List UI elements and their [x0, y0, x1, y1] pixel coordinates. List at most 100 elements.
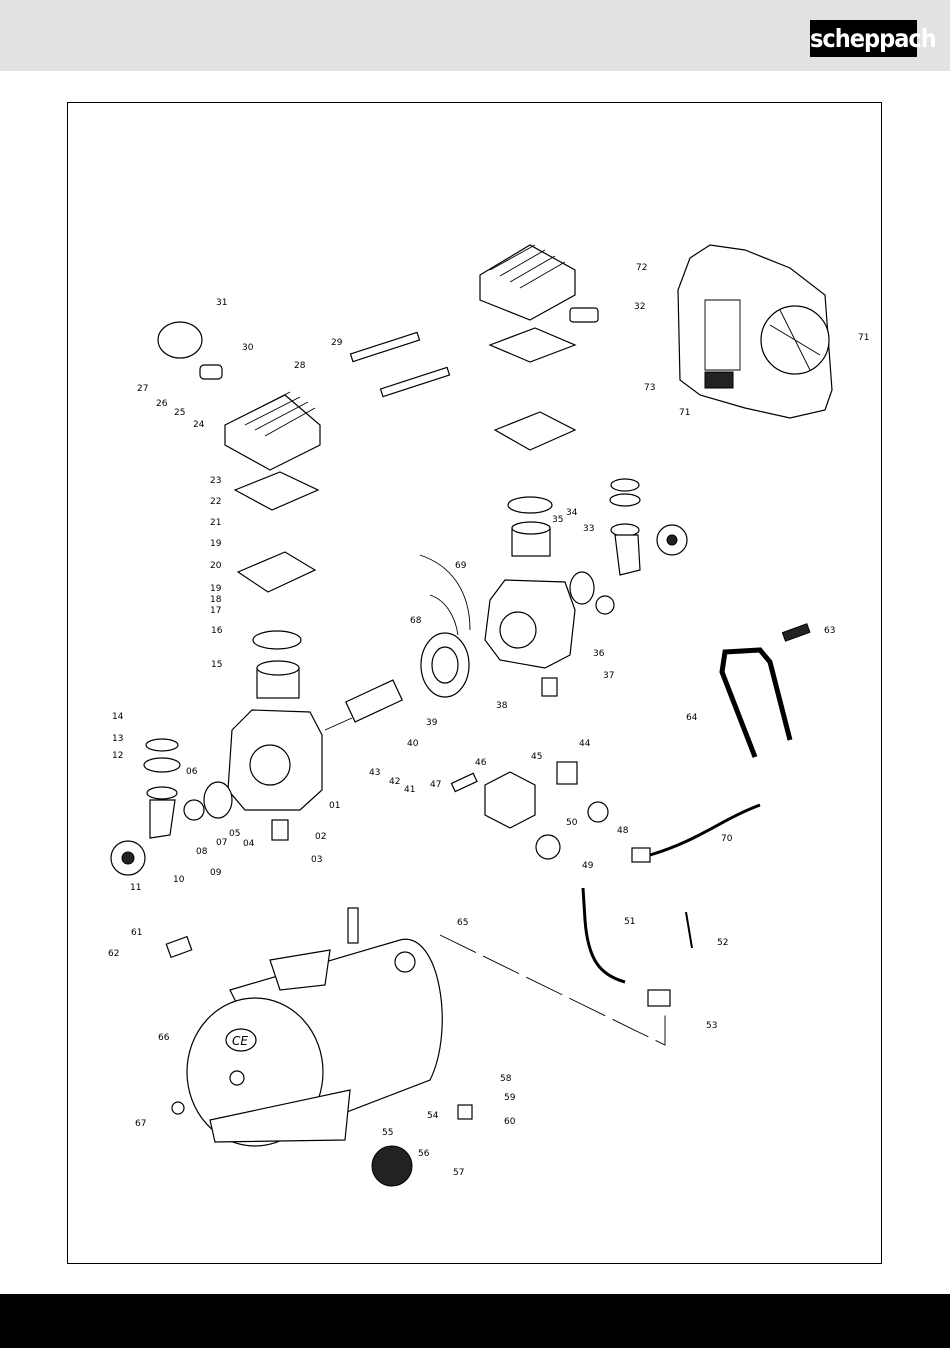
- plug-67: [172, 1102, 184, 1114]
- part-label: 32: [634, 302, 645, 312]
- piston-13: [144, 739, 180, 838]
- valve-plate-20: [238, 552, 315, 592]
- part-label: 02: [315, 832, 326, 842]
- handle-64: [722, 650, 790, 757]
- part-label: 26: [156, 399, 168, 409]
- cylinder-right: [512, 522, 550, 556]
- part-label: 07: [216, 838, 227, 848]
- valve-47: [451, 773, 477, 791]
- part-label: 30: [242, 343, 254, 353]
- part-label: 59: [504, 1093, 516, 1103]
- tubes-29: [350, 332, 449, 396]
- fitting-32: [570, 308, 598, 322]
- crankcase-01: [228, 710, 322, 810]
- valve-cap-31: [158, 322, 222, 379]
- part-label: 63: [824, 626, 835, 636]
- part-label: 43: [369, 768, 380, 778]
- o-ring-16: [253, 631, 301, 649]
- gasket-right: [490, 328, 575, 362]
- tank-66: CE: [187, 908, 442, 1146]
- part-label: 19: [210, 539, 222, 549]
- gasket-23: [235, 472, 318, 510]
- cylinder-15: [257, 661, 299, 698]
- part-label: 72: [636, 263, 647, 273]
- eccentric-right: [570, 572, 614, 614]
- part-label: 35: [552, 515, 563, 525]
- part-label: 13: [112, 734, 123, 744]
- part-label: 36: [593, 649, 605, 659]
- part-label: 45: [531, 752, 542, 762]
- part-label: 21: [210, 518, 221, 528]
- part-label: 14: [112, 712, 124, 722]
- part-label: 60: [504, 1117, 516, 1127]
- part-label: 10: [173, 875, 185, 885]
- pressure-switch-46: [485, 772, 535, 828]
- part-label: 25: [174, 408, 185, 418]
- part-label: 64: [686, 713, 698, 723]
- cable-68: [430, 595, 458, 635]
- part-label: 61: [131, 928, 142, 938]
- part-label: 23: [210, 476, 221, 486]
- part-label: 01: [329, 801, 340, 811]
- part-label: 57: [453, 1168, 464, 1178]
- part-label: 56: [418, 1149, 430, 1159]
- foot-right: [542, 678, 557, 696]
- power-cord-70: [650, 805, 760, 855]
- part-label: 27: [137, 384, 148, 394]
- part-label: 24: [193, 420, 205, 430]
- spring-63: [782, 624, 810, 641]
- part-label: 05: [229, 829, 240, 839]
- gauge-48: [588, 802, 608, 822]
- part-label: 62: [108, 949, 119, 959]
- eccentric-06: [204, 782, 232, 818]
- part-label: 65: [457, 918, 468, 928]
- part-label: 68: [410, 616, 422, 626]
- part-label: 04: [243, 839, 255, 849]
- part-label: 03: [311, 855, 322, 865]
- hose-51: [583, 888, 625, 982]
- part-label: 54: [427, 1111, 439, 1121]
- part-label: 16: [211, 626, 223, 636]
- part-label: 67: [135, 1119, 146, 1129]
- part-label: 70: [721, 834, 733, 844]
- part-label: 53: [706, 1021, 717, 1031]
- part-label: 20: [210, 561, 222, 571]
- regulator-45: [557, 762, 577, 784]
- part-label: 11: [130, 883, 141, 893]
- part-label: 50: [566, 818, 578, 828]
- stator-38: [421, 633, 469, 697]
- valve-plate-right: [495, 412, 575, 450]
- part-label: 58: [500, 1074, 512, 1084]
- part-label: 73: [644, 383, 655, 393]
- part-label: 69: [455, 561, 467, 571]
- part-label: 38: [496, 701, 508, 711]
- wheel-56: [372, 1146, 412, 1186]
- cylinder-head-left: [225, 392, 320, 470]
- part-label: 48: [617, 826, 629, 836]
- plug-70: [632, 848, 650, 862]
- part-label: 34: [566, 508, 578, 518]
- foot-02: [272, 820, 288, 840]
- part-label: 47: [430, 780, 441, 790]
- part-label: 52: [717, 938, 728, 948]
- part-label: 19: [210, 584, 222, 594]
- part-label: 29: [331, 338, 343, 348]
- bearing-07: [184, 800, 204, 820]
- ce-mark: CE: [232, 1034, 248, 1048]
- part-label: 42: [389, 777, 400, 787]
- pipe-52: [686, 912, 692, 948]
- part-label: 28: [294, 361, 306, 371]
- part-label: 08: [196, 847, 208, 857]
- part-label: 40: [407, 739, 419, 749]
- fan-right: [657, 525, 687, 555]
- connection-line: [440, 935, 665, 1045]
- part-label: 15: [211, 660, 222, 670]
- crankcase-36: [485, 580, 575, 668]
- piston-right: [610, 479, 640, 575]
- part-label: 37: [603, 671, 614, 681]
- part-label: 44: [579, 739, 591, 749]
- part-label: 71: [679, 408, 690, 418]
- part-label: 09: [210, 868, 222, 878]
- part-label: 66: [158, 1033, 170, 1043]
- fan-10: [111, 841, 145, 875]
